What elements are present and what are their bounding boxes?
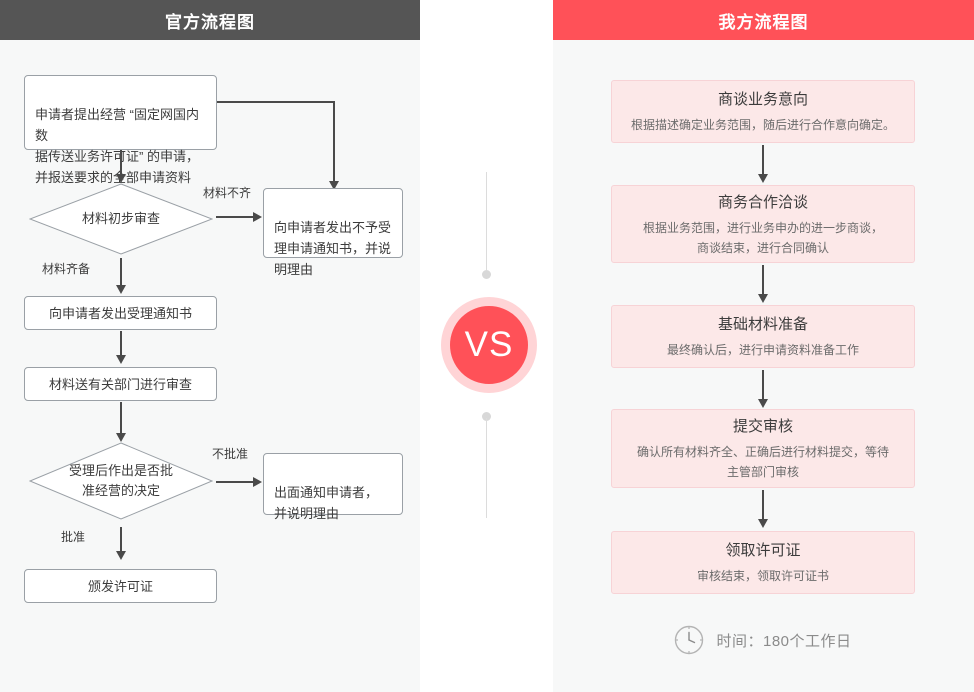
edge-decision-to-denial	[216, 477, 262, 487]
edge-acceptance-to-department	[116, 331, 126, 364]
flow-node-application-submit-label: 申请者提出经营 “固定网国内数 据传送业务许可证” 的申请， 并报送要求的全部申…	[35, 107, 199, 185]
card-business-negotiation-desc: 根据业务范围，进行业务申办的进一步商谈， 商谈结束，进行合同确认	[642, 220, 883, 255]
vs-divider-column: VS	[420, 0, 553, 692]
card-submit-review-desc: 确认所有材料齐全、正确后进行材料提交，等待 主管部门审核	[636, 445, 889, 479]
flow-node-application-submit: 申请者提出经营 “固定网国内数 据传送业务许可证” 的申请， 并报送要求的全部申…	[24, 75, 217, 185]
flow-node-rejection-notice-label: 向申请者发出不予受 理申请通知书，并说 明理由	[274, 220, 392, 277]
vs-dot-bottom-icon	[482, 412, 491, 421]
card-business-intent-desc: 根据描述确定业务范围，随后进行合作意向确定。	[630, 118, 895, 132]
processing-time-row: 时间：180个工作日	[611, 622, 915, 658]
flow-node-department-review-label: 材料送有关部门进行审查	[48, 376, 192, 392]
edge-submission-to-license	[758, 490, 768, 528]
flow-node-issue-license-label: 颁发许可证	[87, 578, 153, 594]
edge-negotiation-to-materials	[758, 265, 768, 303]
processing-time-text: 时间：180个工作日	[716, 632, 852, 650]
vs-dot-top-icon	[482, 270, 491, 279]
edge-intent-to-negotiation	[758, 145, 768, 183]
flow-decision-approval-label: 受理后作出是否批 准经营的决定	[68, 463, 173, 498]
card-receive-license: 领取许可证 审核结束，领取许可证书	[611, 531, 915, 594]
flow-node-acceptance-notice: 向申请者发出受理通知书	[24, 296, 217, 330]
card-business-negotiation: 商务合作洽谈 根据业务范围，进行业务申办的进一步商谈， 商谈结束，进行合同确认	[611, 185, 915, 263]
official-process-panel: 官方流程图 申请者提出经营 “固定网国内数 据传送业务许可证” 的申请， 并报送…	[0, 0, 420, 692]
edge-label-material-complete: 材料齐备	[42, 262, 91, 276]
flow-node-acceptance-notice-label: 向申请者发出受理通知书	[48, 305, 192, 321]
card-material-preparation-title: 基础材料准备	[717, 316, 808, 333]
flow-node-denial-notice-label: 出面通知申请者， 并说明理由	[274, 485, 379, 521]
vs-badge: VS	[441, 297, 537, 393]
flow-node-rejection-notice: 向申请者发出不予受 理申请通知书，并说 明理由	[263, 188, 403, 277]
flow-node-issue-license: 颁发许可证	[24, 569, 217, 603]
our-panel-header: 我方流程图	[553, 0, 974, 40]
edge-label-material-incomplete: 材料不齐	[203, 186, 252, 200]
flow-decision-material-review: 材料初步审查	[29, 183, 213, 255]
official-panel-title: 官方流程图	[165, 12, 255, 32]
clock-icon	[675, 625, 704, 655]
edge-label-approved: 批准	[61, 530, 86, 544]
diamond-shape-icon	[29, 442, 213, 520]
card-business-intent-title: 商谈业务意向	[717, 91, 808, 108]
our-panel-title: 我方流程图	[718, 12, 809, 32]
edge-application-to-rejection	[217, 101, 339, 190]
card-submit-review: 提交审核 确认所有材料齐全、正确后进行材料提交，等待 主管部门审核	[611, 409, 915, 488]
vs-connector-line-bottom	[486, 418, 487, 518]
card-receive-license-desc: 审核结束，领取许可证书	[696, 569, 829, 583]
edge-review-to-rejection	[216, 212, 262, 222]
edge-label-not-approved: 不批准	[212, 447, 249, 461]
flow-node-denial-notice: 出面通知申请者， 并说明理由	[263, 453, 403, 521]
flow-decision-approval: 受理后作出是否批 准经营的决定	[29, 442, 213, 520]
edge-materials-to-submission	[758, 370, 768, 408]
vs-badge-label: VS	[464, 325, 514, 364]
edge-application-to-review	[116, 150, 126, 183]
edge-decision-to-license	[116, 527, 126, 560]
flow-node-department-review: 材料送有关部门进行审查	[24, 367, 217, 401]
card-material-preparation: 基础材料准备 最终确认后，进行申请资料准备工作	[611, 305, 915, 368]
edge-review-to-acceptance	[116, 258, 126, 294]
card-receive-license-title: 领取许可证	[725, 542, 801, 559]
flow-decision-material-review-label: 材料初步审查	[81, 211, 160, 226]
card-business-negotiation-title: 商务合作洽谈	[717, 193, 808, 211]
card-material-preparation-desc: 最终确认后，进行申请资料准备工作	[666, 343, 859, 357]
card-submit-review-title: 提交审核	[732, 418, 793, 435]
card-business-intent: 商谈业务意向 根据描述确定业务范围，随后进行合作意向确定。	[611, 80, 915, 143]
vs-connector-line-top	[486, 172, 487, 270]
official-panel-header: 官方流程图	[0, 0, 420, 40]
diamond-shape-icon	[29, 183, 213, 255]
edge-department-to-decision	[116, 402, 126, 442]
